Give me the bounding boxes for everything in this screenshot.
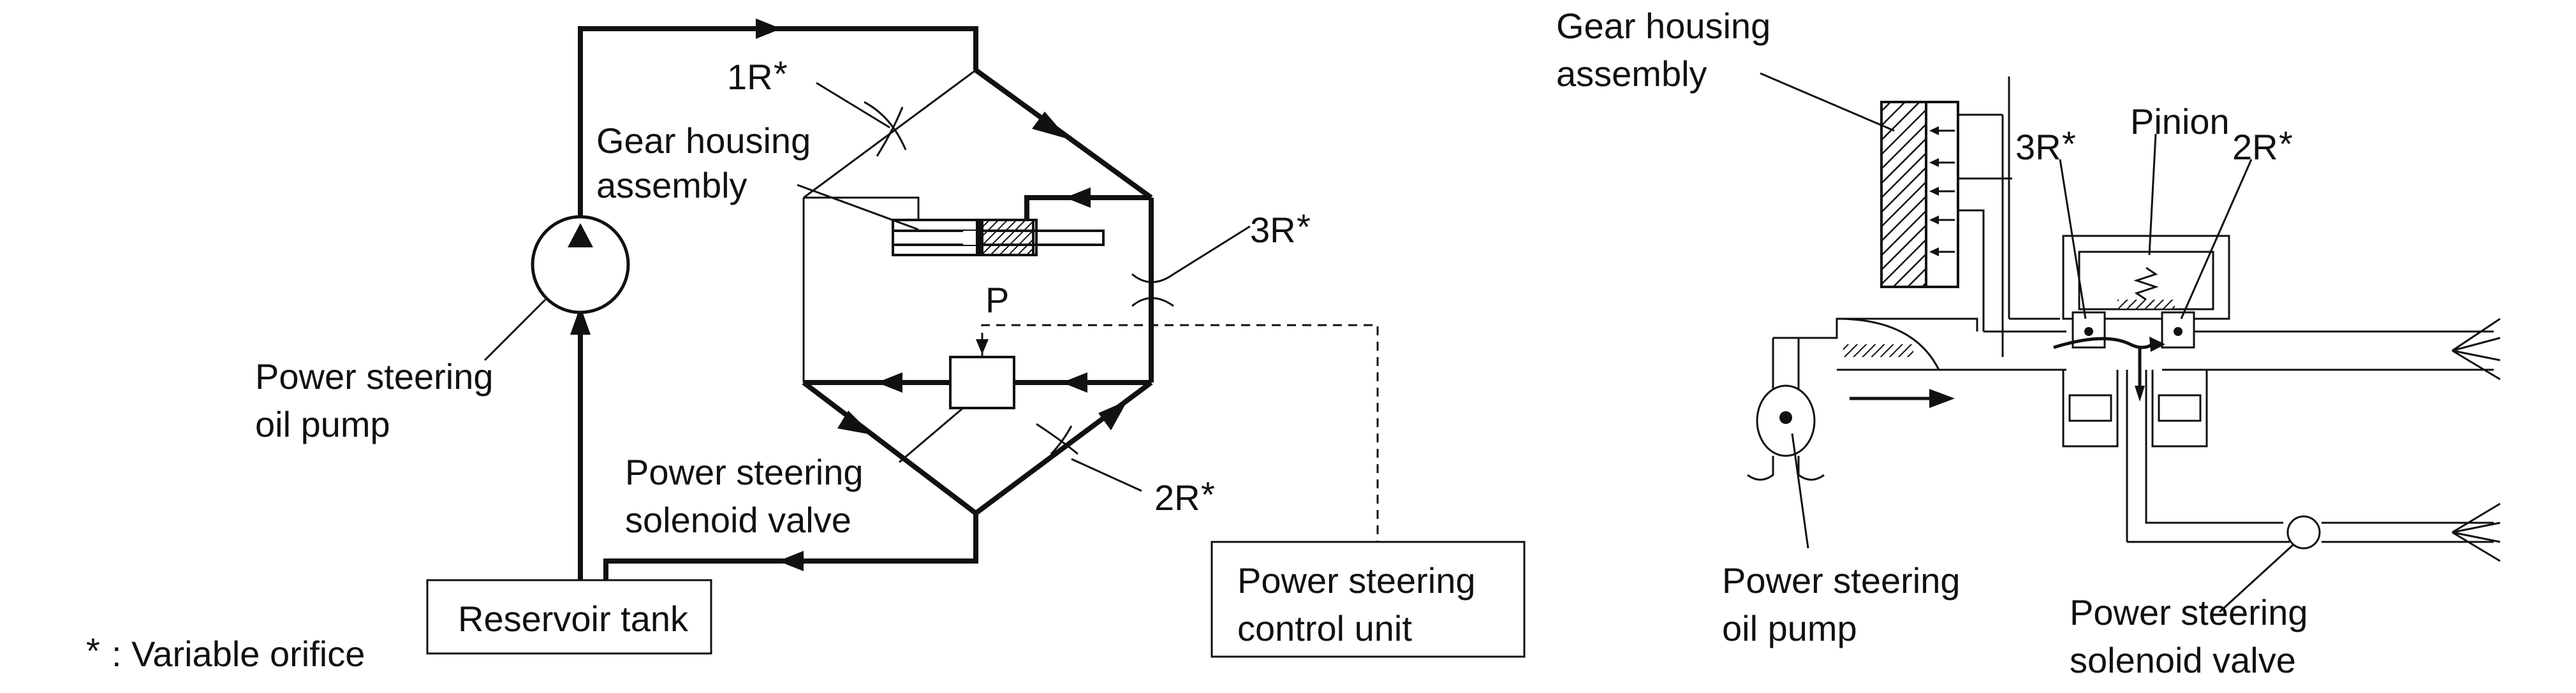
flow-arrow-suction [570, 306, 591, 335]
right-solenoid-label-line1: Power steering [2070, 592, 2308, 632]
leader-2r-right [2180, 159, 2253, 319]
upper-passage [1958, 177, 2004, 357]
legend-text: : Variable orifice [112, 634, 365, 674]
valve-flow-arrowhead-icon [2149, 337, 2165, 352]
label-1r-asterisk: * [774, 54, 788, 94]
orifice-3r-icon [1131, 273, 1174, 307]
right-pump-center [1779, 411, 1792, 424]
leader-pinion [2148, 133, 2157, 256]
reservoir-tank-box [426, 579, 712, 655]
pressure-arrows [1929, 126, 1955, 256]
nozzle-outline [1836, 317, 1940, 370]
right-gear-housing-label-line1: Gear housing [1556, 6, 1770, 46]
spray-bottom-icon [2452, 502, 2501, 562]
right-solenoid-label-line2: solenoid valve [2070, 640, 2296, 680]
control-arrow-icon [976, 339, 989, 354]
right-valve-diagram: Gear housing assembly 3R * Pinion 2R * P… [1556, 6, 2501, 680]
oil-pump-symbol [531, 215, 630, 314]
solenoid-valve-box [949, 356, 1015, 409]
valve-flow-arrow [2053, 337, 2154, 349]
flow-direction-arrowhead-icon [1929, 389, 1955, 408]
control-unit-label-line2: control unit [1237, 608, 1412, 648]
label-2r-asterisk: * [1201, 474, 1215, 514]
piston-label: P [985, 280, 1009, 320]
pump-leader [1791, 433, 1809, 549]
label-2r: 2R [1154, 478, 1200, 518]
leader-pump [483, 298, 547, 361]
valve-housing-right [2151, 370, 2208, 448]
pump-triangle-icon [568, 223, 593, 247]
right-pump-label-line2: oil pump [1722, 608, 1857, 648]
leader-1r [816, 82, 890, 129]
right-label-3r-asterisk: * [2062, 124, 2076, 164]
legend-asterisk: * [86, 631, 100, 671]
flow-arrow-return [778, 551, 804, 571]
right-gear-housing-label-line2: assembly [1556, 54, 1707, 94]
housing-top-passage [1958, 113, 2003, 116]
gear-housing-block [1880, 101, 1927, 288]
leader-2r [1071, 458, 1142, 492]
right-label-2r-asterisk: * [2279, 124, 2293, 164]
label-1r: 1R [727, 57, 773, 97]
label-3r-asterisk: * [1297, 207, 1311, 247]
valve-down-arrowhead-icon [2135, 386, 2145, 402]
pinion-hatch [2117, 300, 2175, 309]
flow-arrow-left-lower [837, 411, 872, 435]
pinion-label: Pinion [2130, 101, 2230, 142]
orifice-2r-icon [1036, 423, 1078, 455]
gear-housing-chamber [1925, 101, 1959, 288]
right-pump-label-line1: Power steering [1722, 560, 1961, 601]
label-3r: 3R [1250, 210, 1296, 250]
pinion-outer [2062, 235, 2230, 320]
leader-3r [1173, 225, 1251, 275]
spray-top-icon [2452, 317, 2501, 381]
leader-gear-housing [797, 184, 919, 231]
pinion-housing [2001, 77, 2162, 320]
flow-arrow-top [756, 18, 781, 39]
power-cylinder [892, 219, 1105, 256]
leader-solenoid [899, 407, 964, 463]
orifice-1r-icon [864, 101, 907, 157]
gear-housing-label-line2: assembly [596, 165, 747, 205]
pump-inlet-pipe [1772, 338, 1800, 395]
pinion-spring-icon [2133, 266, 2159, 301]
valve-2r-dot [2174, 327, 2182, 336]
valve-3r-dot [2084, 327, 2093, 336]
bridge-left-lower [802, 380, 978, 516]
pump-hose-icon [1747, 456, 1825, 481]
left-circuit-diagram: 1R * 3R * 2R * Gear housing assembly P P… [86, 18, 1526, 674]
solenoid-leader [2218, 544, 2294, 613]
solenoid-label-line2: solenoid valve [625, 500, 851, 540]
flow-arrow-cylinder [1065, 187, 1091, 208]
gear-housing-label-line1: Gear housing [596, 120, 811, 161]
flow-arrow-right-upper [1032, 112, 1068, 139]
pump-label-line2: oil pump [255, 404, 390, 444]
gear-housing-leader [1760, 72, 1895, 132]
solenoid-valve-symbol [2286, 515, 2321, 550]
valve-housing-left [2062, 370, 2119, 448]
solenoid-label-line1: Power steering [625, 452, 864, 492]
pump-label-line1: Power steering [255, 356, 494, 397]
nozzle-hatch [1843, 344, 1913, 357]
right-label-3r: 3R [2015, 127, 2061, 167]
reservoir-tank-label: Reservoir tank [458, 599, 689, 639]
control-unit-label-line1: Power steering [1237, 560, 1476, 601]
flow-arrow-middle-right [1062, 372, 1087, 393]
right-label-2r: 2R [2232, 127, 2278, 167]
flow-arrow-right-lower [1098, 400, 1128, 430]
flow-arrow-middle-left [877, 372, 902, 393]
leader-3r-right [2059, 159, 2087, 319]
pinion-body [2078, 251, 2214, 310]
control-unit-box [1211, 541, 1526, 658]
solenoid-drain-line [2126, 370, 2494, 543]
